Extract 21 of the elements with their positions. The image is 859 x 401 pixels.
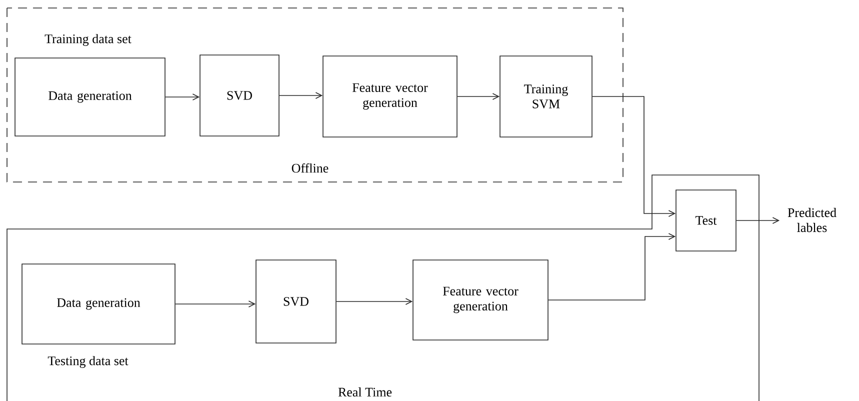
process-box: SVD: [256, 260, 336, 344]
region-label: Real Time: [338, 387, 392, 397]
process-box: Feature vector generation: [322, 56, 458, 138]
arrow: [279, 92, 323, 99]
process-box: SVD: [200, 54, 280, 136]
arrow: [457, 93, 500, 100]
arrow: [548, 233, 676, 300]
node-label: Testing data set: [48, 356, 128, 368]
process-box: Test: [676, 190, 736, 252]
arrow: [336, 298, 413, 305]
process-box: Training SVM: [500, 56, 592, 138]
arrow: [165, 94, 200, 100]
arrow: [592, 96, 676, 217]
process-box: Data generation: [22, 264, 176, 344]
arrow: [175, 300, 256, 308]
process-box: Feature vector generation: [412, 260, 548, 340]
process-box: Data generation: [14, 58, 166, 136]
node-label: Training data set: [44, 34, 132, 46]
output-label: Predicted lables: [788, 208, 836, 232]
region-label: Offline: [292, 163, 328, 173]
arrow: [736, 217, 780, 224]
